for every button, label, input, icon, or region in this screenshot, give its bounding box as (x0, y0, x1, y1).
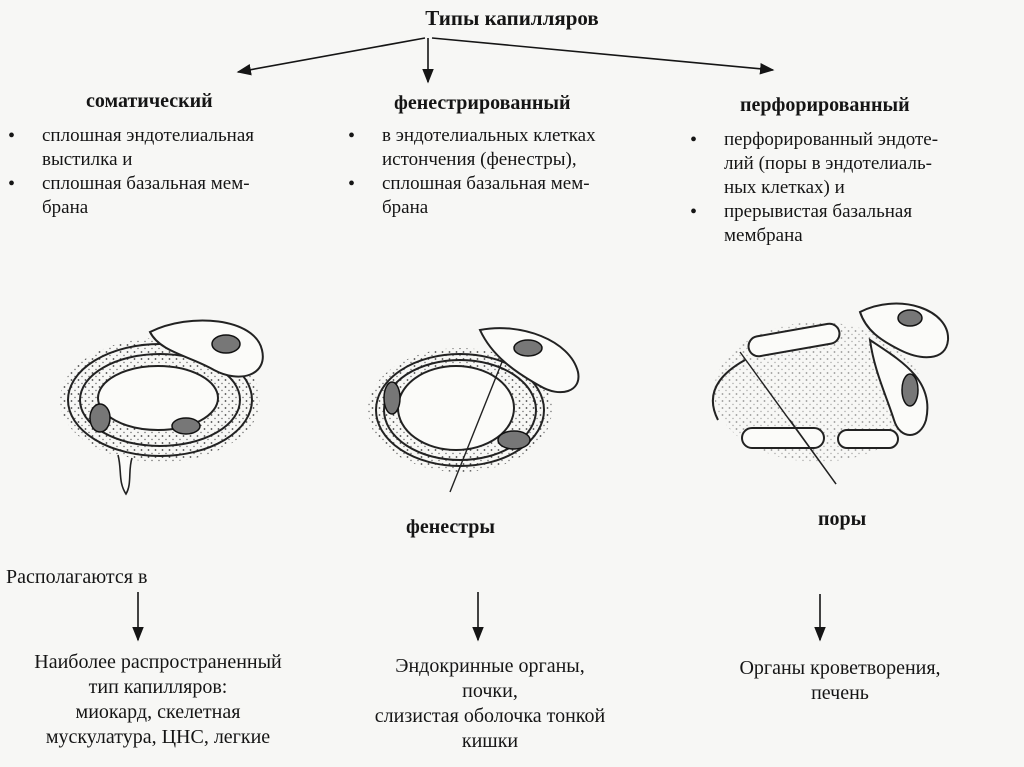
fenestrated-feature-2: сплошная базальная мем- брана (348, 172, 668, 220)
somatic-heading: соматический (86, 90, 213, 112)
somatic-location-line: миокард, скелетная (75, 701, 241, 723)
arrow-to-perforated (431, 37, 775, 75)
perforated-features: перфорированный эндоте- лий (поры в эндо… (690, 128, 1010, 248)
fenestrated-locations: Эндокринные органы, почки, слизистая обо… (340, 654, 640, 754)
perforated-heading: перфорированный (740, 94, 910, 116)
somatic-features: сплошная эндотелиальная выстилка и сплош… (8, 124, 328, 220)
fenestrated-capillary-illustration (368, 327, 580, 493)
somatic-locations: Наиболее распространенный тип капилляров… (0, 650, 316, 750)
perforated-location-line: Органы кроветворения, (739, 657, 941, 679)
pores-label: поры (818, 508, 867, 530)
fenestrated-location-line: кишки (461, 730, 519, 752)
somatic-feature-1: сплошная эндотелиальная выстилка и (8, 124, 328, 172)
arrow-to-somatic (236, 37, 426, 76)
perforated-locations: Органы кроветворения, печень (690, 656, 990, 706)
perforated-feature-1: перфорированный эндоте- лий (поры в эндо… (690, 128, 1010, 200)
fenestrated-features: в эндотелиальных клетках истончения (фен… (348, 124, 668, 220)
fenestrae-label: фенестры (406, 516, 496, 538)
perforated-feature-2: прерывистая базальная мембрана (690, 200, 1010, 248)
perforated-location-line: печень (811, 682, 869, 704)
somatic-location-line: тип капилляров: (88, 676, 228, 698)
somatic-feature-2: сплошная базальная мем- брана (8, 172, 328, 220)
somatic-location-line: мускулатура, ЦНС, легкие (45, 726, 271, 748)
fenestrated-feature-1: в эндотелиальных клетках истончения (фен… (348, 124, 668, 172)
perforated-capillary-illustration (711, 302, 950, 485)
fenestrated-location-line: слизистая оболочка тонкой (374, 705, 606, 727)
located-in-label: Располагаются в (6, 566, 148, 588)
somatic-capillary-illustration (60, 319, 264, 496)
fenestrated-heading: фенестрированный (394, 92, 571, 114)
diagram-title: Типы капилляров (425, 6, 599, 30)
fenestrated-location-line: Эндокринные органы, (395, 655, 585, 677)
fenestrated-location-line: почки, (462, 680, 518, 702)
somatic-location-line: Наиболее распространенный (34, 651, 282, 673)
